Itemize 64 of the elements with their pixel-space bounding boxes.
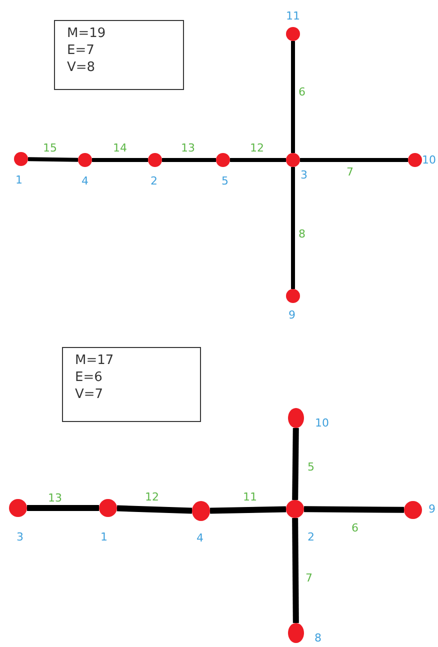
vertex-dot [286,289,300,303]
vertex-label: 1 [16,174,22,186]
vertex-dot [192,501,210,521]
info-text: M=19 [67,25,107,42]
vertex-label: 10 [422,154,436,166]
vertex-dot [78,153,92,167]
edge-label: 7 [346,166,354,178]
vertex-label: 3 [16,532,24,542]
vertex-label: 9 [428,504,436,514]
edge-label: 13 [180,142,196,154]
edge-label: 15 [42,142,58,154]
info-box [54,20,184,90]
edge-label: 8 [298,228,306,240]
graph-edge [230,158,286,162]
vertex-dot [216,153,230,167]
vertex-label: 8 [314,632,322,644]
vertex-label: 11 [286,10,300,22]
graph-edge [27,505,99,511]
graph-edge [304,506,404,513]
info-box [62,347,201,422]
graph-edge [210,506,286,514]
vertex-label: 2 [308,532,314,542]
vertex-label: 5 [222,176,228,186]
graph-edge [92,158,148,162]
vertex-label: 9 [288,310,296,320]
vertex-label: 4 [82,176,88,186]
vertex-label: 4 [196,532,204,544]
info-text: E=6 [75,369,104,386]
vertex-label: 3 [300,170,308,180]
vertex-dot [14,152,28,166]
edge-label: 12 [144,492,160,502]
vertex-label: 2 [150,176,158,186]
vertex-dot [148,153,162,167]
graph-edge [291,167,295,289]
info-text: M=17 [75,352,115,369]
edge-label: 7 [304,572,314,584]
vertex-dot [286,27,300,41]
vertex-dot [9,499,27,517]
vertex-dot [286,153,300,167]
edge-label: 14 [112,142,128,154]
graph-edge [291,41,295,153]
graph-edge [292,428,299,500]
edge-label: 5 [306,462,316,472]
vertex-dot [288,408,304,428]
edge-label: 6 [298,86,306,98]
edge-label: 12 [249,142,265,154]
vertex-dot [99,499,117,517]
vertex-dot [404,501,422,519]
graph-edge [28,157,78,162]
info-text: E=7 [67,42,96,59]
vertex-label: 1 [100,532,108,542]
edge-label: 6 [350,522,360,534]
graph-edge [292,518,299,624]
vertex-dot [288,623,304,643]
info-text: V=8 [67,59,96,76]
graph-edge [162,158,216,162]
edge-label: 11 [242,492,258,502]
graph-edge [300,158,408,162]
graph-edge [116,505,192,514]
info-text: V=7 [75,386,104,403]
vertex-dot [286,500,304,518]
vertex-label: 10 [315,418,329,428]
edge-label: 13 [47,492,63,504]
vertex-dot [408,153,422,167]
